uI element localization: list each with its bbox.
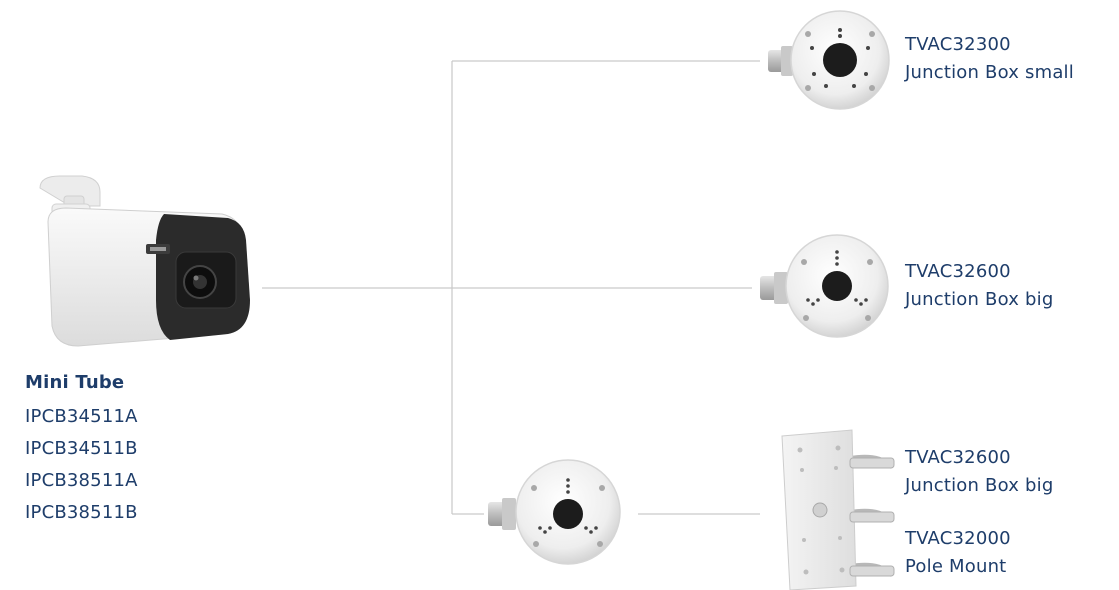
big-box-name: Junction Box big	[905, 288, 1053, 312]
camera-model-2: IPCB34511B	[25, 437, 138, 461]
pole-mount-image	[782, 430, 894, 590]
pole-box-name: Junction Box big	[905, 474, 1053, 498]
pole-mount-name: Pole Mount	[905, 555, 1006, 579]
pole-box-code: TVAC32600	[905, 446, 1011, 470]
small-box-name: Junction Box small	[905, 61, 1074, 85]
camera-model-4: IPCB38511B	[25, 501, 138, 525]
camera-model-1: IPCB34511A	[25, 405, 138, 429]
big-box-code: TVAC32600	[905, 260, 1011, 284]
pole-junction-box-image	[488, 460, 620, 564]
camera-model-3: IPCB38511A	[25, 469, 138, 493]
junction-box-small-image	[768, 11, 889, 109]
small-box-code: TVAC32300	[905, 33, 1011, 57]
mini-tube-camera-image	[40, 176, 250, 346]
camera-name: Mini Tube	[25, 371, 124, 395]
connector-lines	[262, 61, 760, 514]
junction-box-big-image	[760, 235, 888, 337]
pole-mount-code: TVAC32000	[905, 527, 1011, 551]
